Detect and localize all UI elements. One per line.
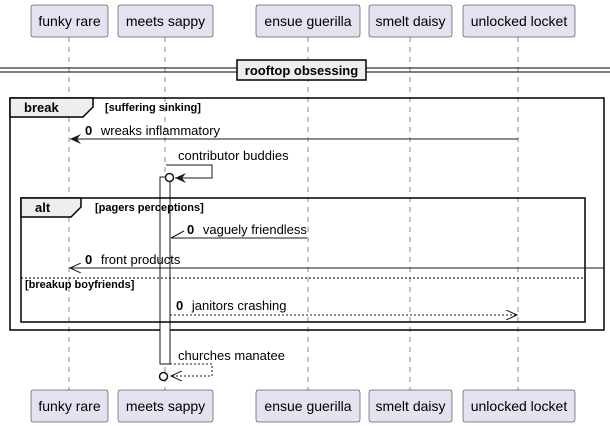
participant-label: funky rare (38, 13, 100, 29)
message-churches-manatee: churches manatee (158, 348, 285, 382)
message-number: 0 (187, 222, 194, 237)
participant-meets-sappy-top: meets sappy (117, 4, 214, 38)
message-text: churches manatee (178, 348, 285, 363)
message-wreaks-inflammatory: 0 wreaks inflammatory (70, 123, 518, 144)
divider-rooftop-obsessing: rooftop obsessing (0, 59, 610, 81)
alt-guard: [pagers perceptions] (95, 202, 204, 214)
message-vaguely-friendless: 0 vaguely friendless (170, 222, 307, 239)
participant-label: unlocked locket (471, 13, 568, 29)
participant-funky-rare-top: funky rare (30, 4, 109, 38)
participant-label: smelt daisy (375, 398, 445, 414)
svg-text:0 front products: 0 front products (85, 252, 181, 267)
alt-keyword: alt (35, 200, 51, 215)
message-text: wreaks inflammatory (100, 123, 221, 138)
participant-label: meets sappy (126, 398, 205, 414)
participant-label: funky rare (38, 398, 100, 414)
divider-label: rooftop obsessing (245, 63, 358, 78)
break-fragment: break [suffering sinking] (9, 97, 605, 331)
participant-label: ensue guerilla (264, 13, 351, 29)
svg-text:0 vaguely friendless: 0 vaguely friendless (187, 222, 307, 237)
participant-label: ensue guerilla (264, 398, 351, 414)
message-text: front products (101, 252, 181, 267)
svg-text:0 janitors crashing: 0 janitors crashing (176, 298, 287, 313)
break-keyword: break (24, 100, 59, 115)
message-number: 0 (176, 298, 183, 313)
alt-else-guard: [breakup boyfriends] (25, 279, 135, 291)
message-number: 0 (85, 252, 92, 267)
participant-label: smelt daisy (375, 13, 445, 29)
message-contributor-buddies: contributor buddies (164, 148, 289, 183)
participant-funky-rare-bottom: funky rare (30, 389, 109, 423)
message-text: janitors crashing (191, 298, 287, 313)
participant-label: unlocked locket (471, 398, 568, 414)
participant-ensue-guerilla-bottom: ensue guerilla (255, 389, 361, 423)
message-text: vaguely friendless (203, 222, 308, 237)
alt-fragment: alt [pagers perceptions] [breakup boyfri… (20, 197, 586, 323)
participant-label: meets sappy (126, 13, 205, 29)
participant-meets-sappy-bottom: meets sappy (117, 389, 214, 423)
svg-text:0 wreaks inflammatory: 0 wreaks inflammatory (85, 123, 221, 138)
break-guard: [suffering sinking] (105, 102, 201, 114)
participant-smelt-daisy-bottom: smelt daisy (368, 389, 453, 423)
message-text: contributor buddies (178, 148, 289, 163)
participant-unlocked-locket-top: unlocked locket (462, 4, 576, 38)
participant-unlocked-locket-bottom: unlocked locket (462, 389, 576, 423)
message-front-products: 0 front products (70, 252, 604, 268)
participant-smelt-daisy-top: smelt daisy (368, 4, 453, 38)
message-janitors-crashing: 0 janitors crashing (170, 298, 517, 315)
participant-ensue-guerilla-top: ensue guerilla (255, 4, 361, 38)
message-number: 0 (85, 123, 92, 138)
